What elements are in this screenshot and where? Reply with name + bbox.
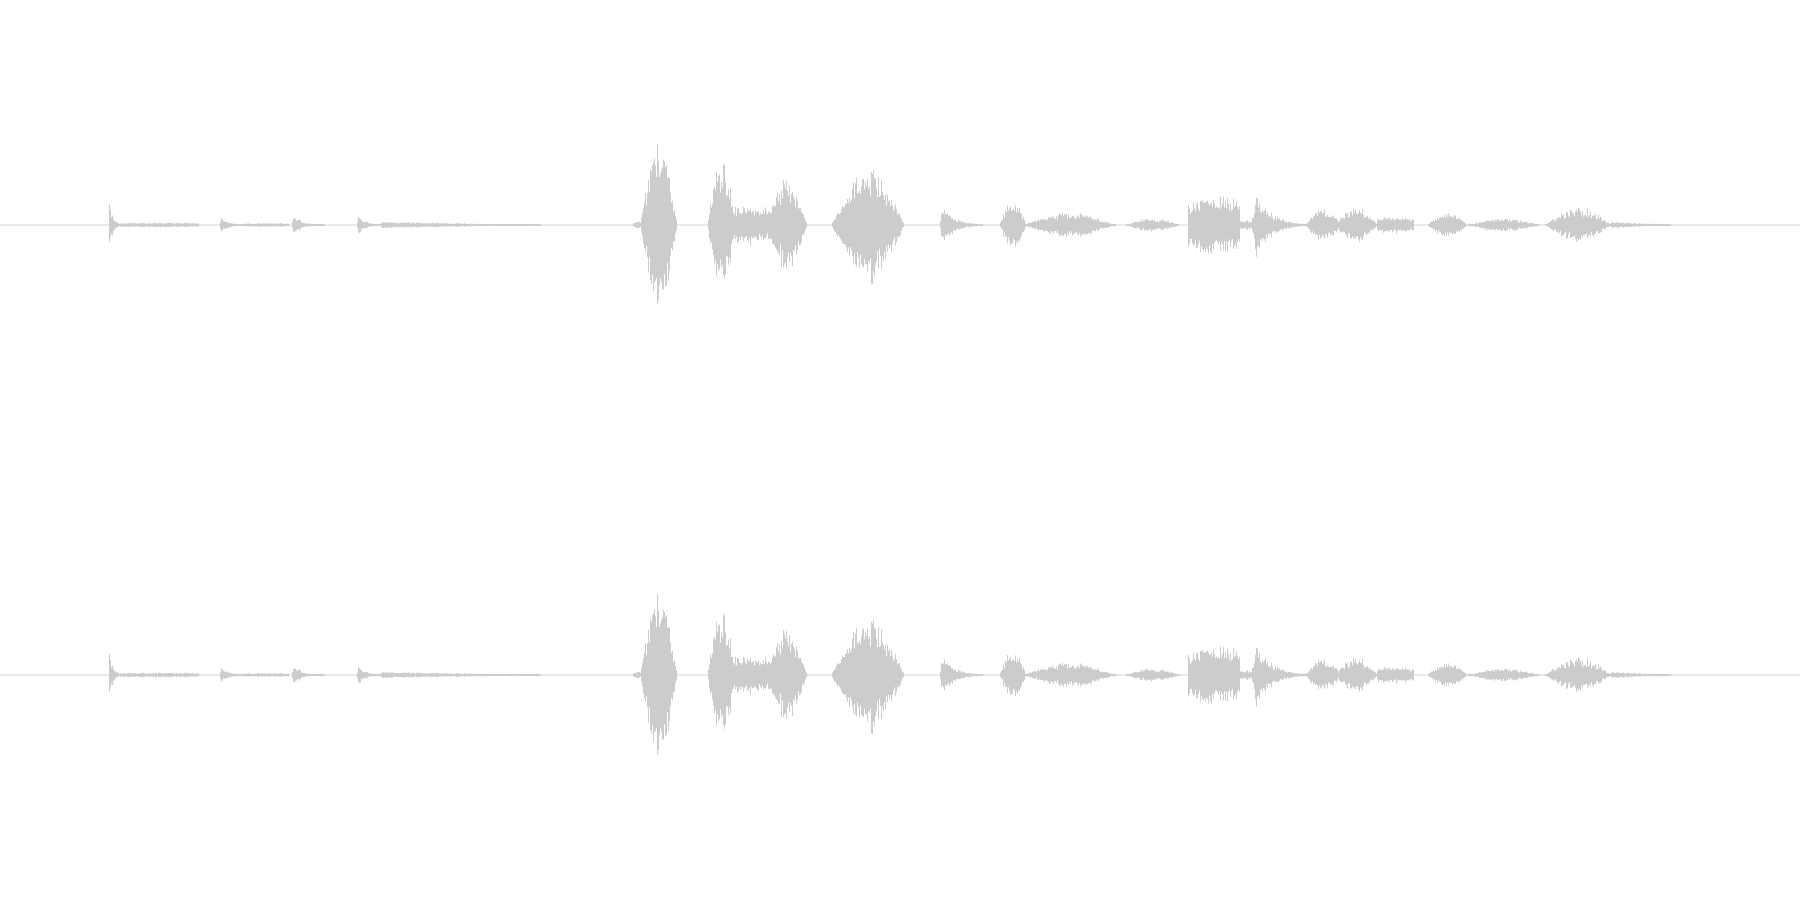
waveform-channel-1-graph (0, 143, 1800, 305)
waveform-channel-2 (0, 450, 1800, 900)
waveform-channel-2-trace (109, 593, 1671, 755)
waveform-channel-1 (0, 143, 1800, 305)
waveform-channel-1-trace (109, 143, 1671, 305)
waveform-samples (109, 143, 1671, 305)
waveform-samples (109, 593, 1671, 755)
waveform-channel-2-graph (0, 593, 1800, 755)
